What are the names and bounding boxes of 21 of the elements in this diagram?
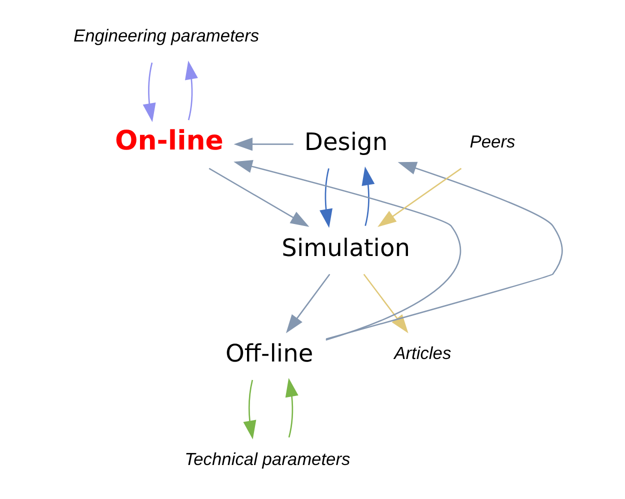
arrow (243, 379, 256, 439)
arrow (320, 168, 332, 228)
node-text: Technical parameters (184, 448, 350, 468)
node-text: Simulation (282, 233, 410, 262)
node-text: Design (304, 128, 388, 156)
arrow (208, 167, 310, 226)
arrow (234, 137, 294, 150)
arrow (378, 167, 462, 226)
node-text: Engineering parameters (73, 25, 260, 46)
arrow (286, 273, 330, 333)
arrow (142, 62, 156, 122)
arrow (234, 160, 461, 340)
node-text: Off-line (225, 339, 314, 368)
arrow (184, 60, 198, 120)
node-text: Articles (394, 342, 452, 362)
node-text: Peers (470, 130, 516, 151)
arrow (326, 161, 563, 340)
arrow (363, 273, 408, 333)
arrow (362, 166, 375, 226)
arrow (285, 378, 298, 438)
node-text: On-line (114, 125, 224, 156)
